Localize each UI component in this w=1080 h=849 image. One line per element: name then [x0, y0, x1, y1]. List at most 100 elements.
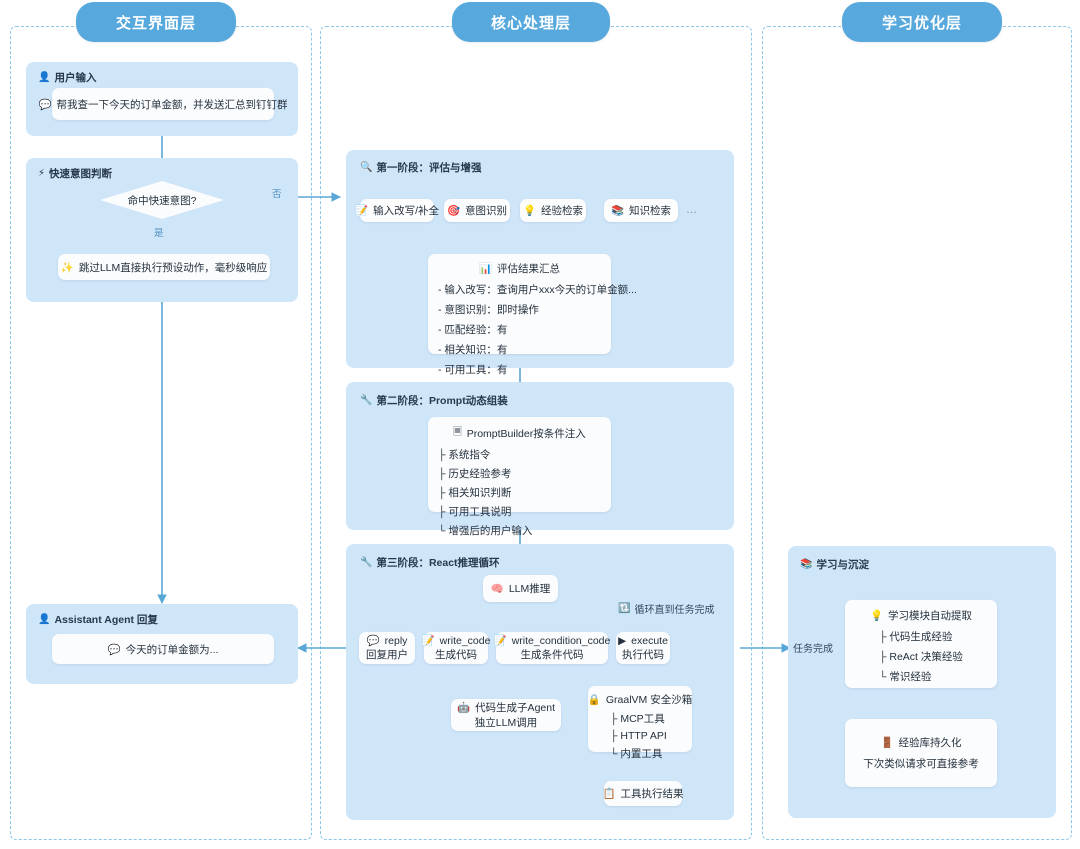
action-desc: 生成条件代码: [520, 649, 584, 661]
page-icon: 🗏: [453, 426, 462, 438]
chips-more-ellipsis: …: [686, 204, 697, 216]
prompt-builder-row: └ 增强后的用户输入: [438, 525, 533, 537]
card-action-execute: ▶ execute 执行代码: [616, 632, 670, 664]
card-user-message: 💬 帮我查一下今天的订单金额，并发送汇总到钉钉群: [38, 88, 288, 120]
prompt-builder-row: ├ 系统指令: [438, 449, 491, 461]
sandbox-row: ├ MCP工具: [610, 713, 665, 725]
panel-quick-intent-label: ⚡ 快速意图判断: [38, 168, 113, 180]
lock-icon: 🔒: [587, 694, 601, 706]
card-graalvm-sandbox: 🔒 GraalVM 安全沙箱 ├ MCP工具 ├ HTTP API └ 内置工具: [587, 686, 693, 760]
edge-label-yes: 是: [154, 228, 164, 239]
panel-stage1-label: 🔍 第一阶段：评估与增强: [360, 162, 482, 174]
user-icon: 👤: [38, 72, 51, 83]
lane-title-interaction: 交互界面层: [76, 2, 236, 42]
prompt-builder-row: ├ 历史经验参考: [438, 468, 512, 480]
memo-icon: 📝: [421, 635, 435, 647]
chip-intent-recognition: 🎯 意图识别: [444, 199, 510, 222]
bar-chart-icon: 📊: [478, 263, 493, 275]
subagent-desc: 独立LLM调用: [474, 717, 538, 729]
action-name: write_code: [439, 634, 491, 647]
panel-learning-label: 📚 学习与沉淀: [800, 559, 869, 571]
assessment-row: - 可用工具：有: [438, 364, 508, 376]
card-learning-extract: 💡 学习模块自动提取 ├ 代码生成经验 ├ ReAct 决策经验 └ 常识经验: [845, 600, 997, 688]
speech-bubble-icon: 💬: [38, 98, 52, 111]
card-assessment-summary: 📊 评估结果汇总 - 输入改写：查询用户xxx今天的订单金额... - 意图识别…: [428, 254, 637, 376]
assistant-message-text: 今天的订单金额为...: [125, 643, 219, 656]
edge-label-task-complete: 任务完成: [793, 644, 833, 655]
prompt-builder-header: 🗏 PromptBuilder按条件注入: [438, 424, 601, 442]
speech-bubble-icon: 💬: [366, 635, 380, 647]
brain-icon: 🧠: [490, 583, 504, 595]
lane-title-core-label: 核心处理层: [490, 14, 571, 32]
memo-icon: 📝: [493, 635, 507, 647]
loop-note: 🔃 循环直到任务完成: [618, 603, 715, 616]
play-icon: ▶: [618, 634, 627, 647]
sandbox-header: 🔒 GraalVM 安全沙箱: [587, 694, 693, 706]
decision-label: 命中快速意图?: [127, 194, 197, 207]
edge-label-no: 否: [272, 189, 282, 200]
learning-extract-row: ├ ReAct 决策经验: [879, 651, 963, 663]
lane-title-interaction-label: 交互界面层: [115, 14, 196, 32]
bulb-icon: 💡: [869, 610, 884, 622]
lightning-icon: ⚡: [38, 168, 46, 179]
assessment-row: - 相关知识：有: [438, 344, 508, 356]
lane-interaction: [10, 26, 312, 840]
assessment-row: - 意图识别：即时操作: [438, 304, 539, 316]
lane-title-learning-label: 学习优化层: [881, 14, 962, 32]
card-fast-action: ✨ 跳过LLM直接执行预设动作，毫秒级响应: [58, 254, 270, 280]
lane-title-core: 核心处理层: [452, 2, 610, 42]
door-icon: 🚪: [880, 737, 894, 749]
user-icon: 👤: [38, 614, 51, 625]
card-action-write-condition-code: 📝 write_condition_code 生成条件代码: [493, 632, 611, 664]
assessment-row: - 输入改写：查询用户xxx今天的订单金额...: [438, 284, 637, 296]
action-name: reply: [384, 634, 408, 647]
loop-icon: 🔃: [618, 603, 631, 614]
action-desc: 回复用户: [366, 649, 408, 661]
learning-extract-row: └ 常识经验: [879, 671, 932, 683]
panel-assistant-reply-label: 👤 Assistant Agent 回复: [38, 614, 158, 626]
chip-input-rewrite: 📝 输入改写/补全: [355, 199, 439, 222]
action-name: write_condition_code: [511, 634, 611, 647]
card-assistant-message: 💬 今天的订单金额为...: [52, 634, 274, 664]
user-message-text: 帮我查一下今天的订单金额，并发送汇总到钉钉群: [56, 98, 288, 111]
fast-action-text: 跳过LLM直接执行预设动作，毫秒级响应: [78, 261, 268, 274]
books-icon: 📚: [610, 205, 625, 217]
card-code-subagent: 🤖 代码生成子Agent 独立LLM调用: [451, 699, 561, 731]
card-action-write-code: 📝 write_code 生成代码: [421, 632, 491, 664]
action-name: execute: [631, 634, 668, 647]
pen-icon: 🔧: [360, 557, 373, 568]
panel-stage2-label: 🔧 第二阶段：Prompt动态组装: [360, 395, 508, 407]
learning-extract-header: 💡 学习模块自动提取: [869, 610, 973, 622]
panel-user-input-label: 👤 用户输入: [38, 72, 97, 84]
card-llm-reasoning: 🧠 LLM推理: [483, 575, 558, 602]
speech-bubble-icon: 💬: [107, 643, 121, 656]
card-tool-result: 📋 工具执行结果: [602, 781, 684, 806]
decision-quick-intent: 命中快速意图?: [100, 181, 224, 219]
spark-icon: ✨: [60, 261, 74, 274]
robot-icon: 🤖: [456, 702, 471, 714]
prompt-builder-row: ├ 相关知识判断: [438, 487, 512, 499]
action-desc: 生成代码: [435, 649, 477, 661]
prompt-builder-row: ├ 可用工具说明: [438, 506, 512, 518]
card-experience-persistence: 🚪 经验库持久化 下次类似请求可直接参考: [845, 719, 997, 787]
learning-extract-row: ├ 代码生成经验: [879, 631, 953, 643]
sandbox-row: └ 内置工具: [610, 748, 663, 760]
chip-knowledge-retrieval: 📚 知识检索: [604, 199, 678, 222]
card-prompt-builder: 🗏 PromptBuilder按条件注入 ├ 系统指令 ├ 历史经验参考 ├ 相…: [428, 417, 611, 537]
chip-experience-retrieval: 💡 经验检索: [520, 199, 586, 222]
assessment-summary-header: 📊 评估结果汇总: [478, 263, 561, 275]
books-icon: 📚: [800, 559, 813, 570]
panel-stage3-label: 🔧 第三阶段：React推理循环: [360, 557, 500, 569]
target-icon: 🎯: [446, 205, 461, 217]
pen-icon: 🔧: [360, 395, 373, 406]
lane-title-learning: 学习优化层: [842, 2, 1002, 42]
sandbox-row: ├ HTTP API: [610, 730, 667, 742]
assessment-row: - 匹配经验：有: [438, 324, 508, 336]
memo-icon: 📝: [355, 205, 369, 217]
card-action-reply: 💬 reply 回复用户: [359, 632, 415, 664]
note-icon: 📋: [602, 788, 616, 800]
magnifier-icon: 🔍: [360, 162, 373, 173]
bulb-icon: 💡: [522, 205, 537, 217]
persistence-desc: 下次类似请求可直接参考: [863, 758, 979, 770]
